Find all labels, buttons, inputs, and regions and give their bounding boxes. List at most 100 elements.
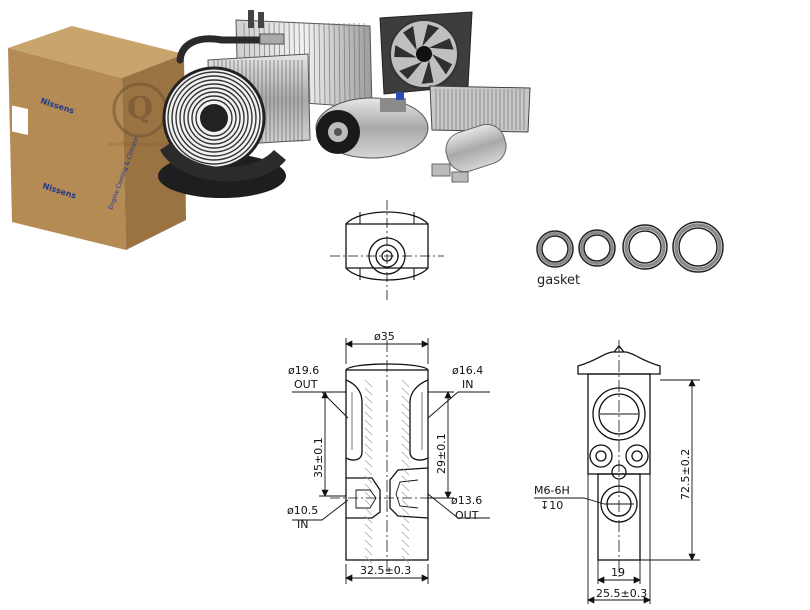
cooling-fan-image <box>379 11 473 95</box>
dim-side-height: 72.5±0.2 <box>679 449 692 500</box>
fin-line <box>401 491 410 500</box>
fin-line <box>364 443 373 452</box>
fin-line <box>364 419 373 428</box>
fin-line <box>364 555 373 564</box>
fin-line <box>364 411 373 420</box>
fan-blade <box>422 24 440 47</box>
fin-line <box>364 427 373 436</box>
fin-line <box>364 395 373 404</box>
fin-line <box>338 22 341 105</box>
dim-width-bottom: 32.5±0.3 <box>360 564 411 577</box>
blower-ring <box>195 99 233 137</box>
dim-thread-depth: ↧10 <box>540 499 563 512</box>
fin-line <box>401 435 410 444</box>
fin-line <box>323 22 326 105</box>
heater-core-image <box>429 85 531 133</box>
fan-blade <box>399 61 423 80</box>
fin-line <box>401 411 410 420</box>
fin-line <box>401 419 410 428</box>
dim-out-diameter: ø19.6 <box>288 364 319 377</box>
fin-line <box>364 499 373 508</box>
fin-line <box>401 539 410 548</box>
nissens-box: Q QUALITY FOR ENGINE COOLING Nissens Nis… <box>8 26 186 250</box>
blower-ring <box>187 91 241 145</box>
fin-line <box>363 22 366 105</box>
fan-blade <box>428 38 454 50</box>
fin-line <box>364 507 373 516</box>
receiver-drier-image <box>431 123 507 183</box>
fin-line <box>364 459 373 468</box>
dim-top-diameter: ø35 <box>374 330 395 343</box>
fin-line <box>364 403 373 412</box>
front-section-drawing <box>330 340 444 575</box>
fin-line <box>364 515 373 524</box>
fan-blade <box>394 45 417 58</box>
fin-line <box>364 475 373 484</box>
fin-line <box>401 443 410 452</box>
gasket-group <box>536 221 724 273</box>
dim-height-right: 29±0.1 <box>435 433 448 474</box>
fin-line <box>364 531 373 540</box>
blower-ring <box>167 71 261 165</box>
dim-bottom-left-diameter: ø10.5 <box>287 504 318 517</box>
fin-line <box>401 395 410 404</box>
dim-bottom-right-label: OUT <box>455 509 479 522</box>
svg-text:Q: Q <box>127 91 153 126</box>
fin-line <box>401 523 410 532</box>
dim-thread: M6-6H <box>534 484 570 497</box>
fin-line <box>401 507 410 516</box>
dim-out-label: OUT <box>294 378 318 391</box>
gasket-2 <box>578 229 616 267</box>
side-dimensions <box>534 379 700 604</box>
gasket-3 <box>622 224 668 270</box>
fin-line <box>401 555 410 564</box>
gasket-label: gasket <box>537 273 580 288</box>
fin-line <box>401 427 410 436</box>
fin-line <box>401 547 410 556</box>
ac-hose-image <box>176 35 266 64</box>
blower-ring <box>191 95 237 141</box>
top-view-drawing <box>330 200 444 300</box>
dim-in-label: IN <box>462 378 473 391</box>
fin-line <box>401 483 410 492</box>
fan-blade <box>403 26 417 51</box>
blower-ring <box>183 87 245 149</box>
fin-line <box>401 379 410 388</box>
fin-line <box>401 403 410 412</box>
fin-line <box>401 387 410 396</box>
fin-line <box>401 467 410 476</box>
fin-line <box>364 547 373 556</box>
box-seal-text: QUALITY FOR ENGINE COOLING <box>108 142 171 147</box>
fin-line <box>364 467 373 476</box>
fin-line <box>401 531 410 540</box>
fin-line <box>364 523 373 532</box>
gasket-4 <box>672 221 724 273</box>
dim-inner-width: 19 <box>611 566 625 579</box>
fin-line <box>401 515 410 524</box>
gasket-1 <box>536 230 574 268</box>
fin-line <box>401 499 410 508</box>
product-photo-collage: Q QUALITY FOR ENGINE COOLING Nissens Nis… <box>8 10 531 250</box>
fin-line <box>364 451 373 460</box>
fin-line <box>318 22 321 105</box>
fin-line <box>358 22 361 105</box>
fin-line <box>364 483 373 492</box>
dim-bottom-left-label: IN <box>297 518 308 531</box>
blower-ring <box>175 79 253 157</box>
fan-blade <box>432 54 453 75</box>
blower-ring <box>179 83 249 153</box>
blower-motor-image <box>158 66 286 198</box>
fin-line <box>364 491 373 500</box>
fin-line <box>364 435 373 444</box>
front-dimensions <box>292 338 490 584</box>
fin-line <box>401 459 410 468</box>
section-hatching <box>364 379 410 564</box>
fin-line <box>333 22 336 105</box>
fin-line <box>364 387 373 396</box>
side-view-drawing <box>577 340 661 580</box>
fin-line <box>328 22 331 105</box>
dim-outer-width: 25.5±0.3 <box>596 587 647 600</box>
dim-height-left: 35±0.1 <box>312 437 325 478</box>
blower-ring <box>171 75 257 161</box>
